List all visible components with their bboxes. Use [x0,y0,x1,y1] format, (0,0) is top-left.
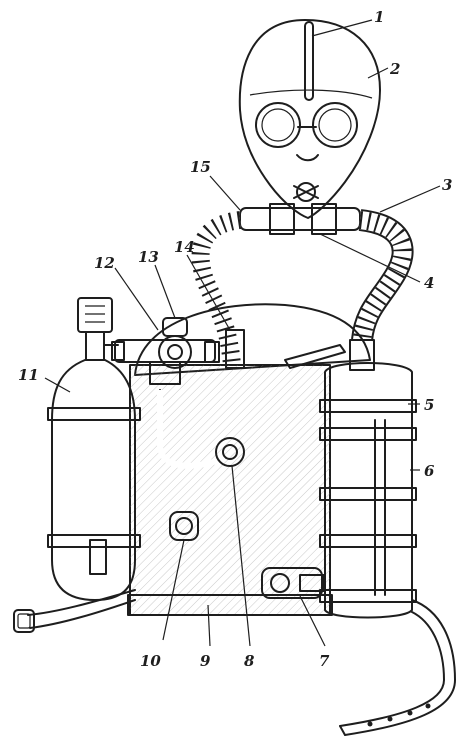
callout-4: 4 [424,274,434,292]
harness-belt [13,589,456,736]
callout-13: 13 [138,248,159,266]
left-eyepiece [255,102,301,148]
callout-10: 10 [140,652,161,670]
callout-14: 14 [174,238,195,256]
head-strap [304,21,314,101]
main-housing [127,303,371,616]
hose-socket [215,437,245,467]
callout-2: 2 [389,60,400,78]
face-mask [238,19,381,219]
callouts: 1 2 3 4 5 6 7 8 9 10 11 12 13 14 15 [18,8,452,670]
oxygen-cylinder [47,297,141,601]
callout-7: 7 [319,652,330,670]
callout-12: 12 [94,254,115,272]
right-eyepiece [312,102,358,148]
callout-1: 1 [374,8,384,26]
callout-11: 11 [18,366,39,384]
callout-15: 15 [190,158,211,176]
leader-lines [44,19,441,647]
callout-3: 3 [442,176,452,194]
base-plate [127,594,333,616]
callout-8: 8 [244,652,255,670]
callout-6: 6 [424,462,435,480]
cartridge-fitting [261,567,323,599]
callout-9: 9 [200,652,211,670]
regenerative-cartridge [261,339,417,619]
valve-block [111,317,245,385]
callout-5: 5 [424,396,434,414]
